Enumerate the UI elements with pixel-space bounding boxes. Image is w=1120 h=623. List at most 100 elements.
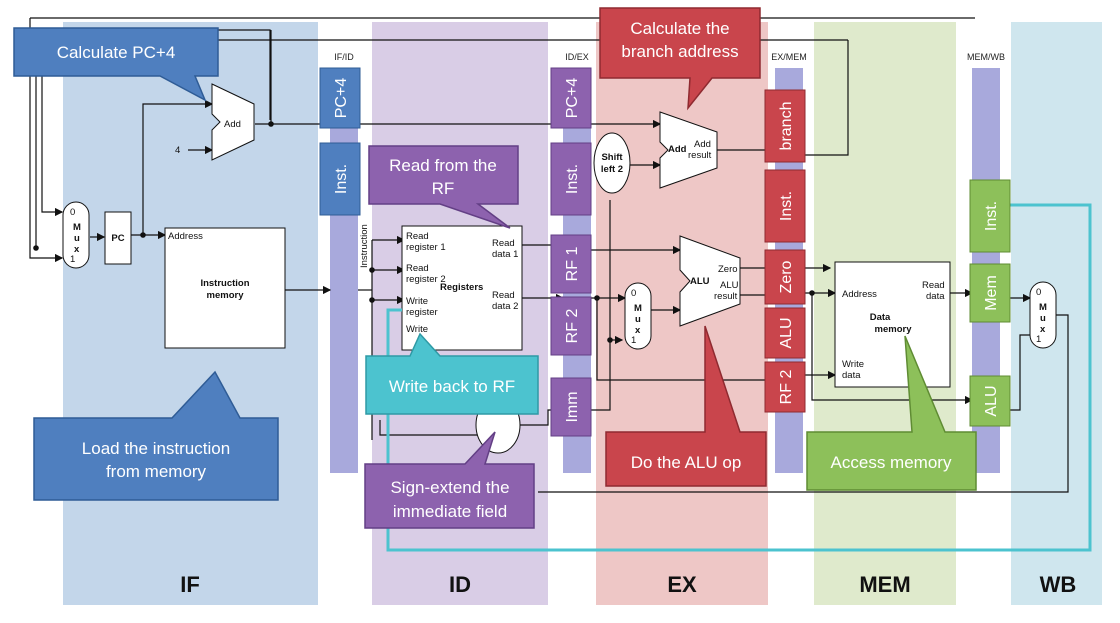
callout-branch-text-1: Calculate the bbox=[630, 19, 729, 38]
branch-add-result-2: result bbox=[688, 150, 712, 161]
callout-load-instruction: Load the instruction from memory bbox=[33, 370, 279, 501]
ifid-pc-text: PC+4 bbox=[333, 78, 350, 119]
dmem-read-2: data bbox=[926, 291, 945, 302]
constant-four: 4 bbox=[175, 145, 180, 156]
alu-result-2: result bbox=[714, 291, 738, 302]
rf-read-data2-a: Read bbox=[492, 290, 515, 301]
pc-mux-m: M bbox=[73, 222, 81, 233]
ifid-inst-text: Inst. bbox=[333, 164, 350, 194]
callout-readrf-text-2: RF bbox=[432, 179, 455, 198]
wb-mux-0: 0 bbox=[1036, 287, 1041, 298]
idex-rf2-field bbox=[550, 296, 592, 356]
wb-mux-m: M bbox=[1039, 302, 1047, 313]
shift-left-2 bbox=[593, 132, 631, 194]
stage-label-ex: EX bbox=[667, 572, 697, 597]
alu-mux-u: u bbox=[635, 314, 641, 325]
wb-mux-u: u bbox=[1040, 313, 1046, 324]
idex-inst-field bbox=[550, 142, 592, 216]
exmem-label: EX/MEM bbox=[771, 52, 807, 62]
branch-adder bbox=[659, 111, 718, 189]
stage-label-wb: WB bbox=[1040, 572, 1077, 597]
exmem-zero-text: Zero bbox=[778, 260, 795, 293]
callout-branch-address: Calculate the branch address bbox=[599, 7, 761, 111]
alu-mux-x: x bbox=[635, 325, 641, 336]
data-memory bbox=[834, 261, 951, 388]
ifid-register bbox=[330, 68, 358, 473]
rf-registers-label: Registers bbox=[440, 282, 483, 293]
wire-junctions bbox=[33, 121, 815, 343]
pc-adder bbox=[211, 83, 255, 161]
alu-mux-1: 1 bbox=[631, 335, 636, 346]
stage-label-id: ID bbox=[449, 572, 471, 597]
pc-mux-x: x bbox=[74, 244, 80, 255]
alu-zero: Zero bbox=[718, 264, 738, 275]
dmem-write-1: Write bbox=[842, 359, 864, 370]
ifid-label: IF/ID bbox=[334, 52, 354, 62]
idex-pc-field bbox=[550, 67, 592, 129]
pc-mux-u: u bbox=[74, 233, 80, 244]
rf-read-reg2-a: Read bbox=[406, 263, 429, 274]
callout-aluop-text: Do the ALU op bbox=[631, 453, 742, 472]
callout-writeback-text: Write back to RF bbox=[389, 377, 515, 396]
alu-result-1: ALU bbox=[720, 280, 739, 291]
branch-add-result-1: Add bbox=[694, 139, 711, 150]
callout-sign-extend: Sign-extend the immediate field bbox=[364, 431, 535, 529]
exmem-branch-field bbox=[764, 89, 806, 163]
rf-read-reg1-a: Read bbox=[406, 231, 429, 242]
instruction-memory bbox=[164, 227, 286, 349]
exmem-inst-field bbox=[764, 169, 806, 243]
dmem-write-2: data bbox=[842, 370, 861, 381]
branch-adder-label: Add bbox=[668, 144, 687, 155]
rf-read-data1-b: data 1 bbox=[492, 249, 518, 260]
idex-inst-text: Inst. bbox=[564, 164, 581, 194]
exmem-alu-text: ALU bbox=[778, 317, 795, 348]
rf-read-data2-b: data 2 bbox=[492, 301, 518, 312]
callout-calculate-pc4: Calculate PC+4 bbox=[13, 27, 219, 102]
idex-fields: PC+4 Inst. RF 1 RF 2 Imm bbox=[550, 67, 592, 437]
idex-imm-field bbox=[550, 377, 592, 437]
imem-label-2: memory bbox=[207, 290, 245, 301]
memwb-mem-text: Mem bbox=[983, 275, 1000, 311]
exmem-fields: branch Inst. Zero ALU RF 2 bbox=[764, 89, 806, 413]
callout-sign-text-1: Sign-extend the bbox=[390, 478, 509, 497]
rf-read-data1-a: Read bbox=[492, 238, 515, 249]
rf-write-data: Write bbox=[406, 324, 428, 335]
memwb-inst-field bbox=[969, 179, 1011, 253]
pc-mux bbox=[62, 201, 90, 269]
alu-label: ALU bbox=[690, 276, 710, 287]
memwb-inst-text: Inst. bbox=[983, 201, 1000, 231]
memwb-label: MEM/WB bbox=[967, 52, 1005, 62]
alu-src-mux bbox=[624, 282, 652, 350]
memwb-alu-text: ALU bbox=[983, 385, 1000, 416]
dmem-read-1: Read bbox=[922, 280, 945, 291]
dmem-address: Address bbox=[842, 289, 877, 300]
pc-label: PC bbox=[111, 233, 124, 244]
writeback-path bbox=[386, 203, 1092, 552]
ifid-pc-field bbox=[319, 67, 361, 129]
rf-read-reg1-b: register 1 bbox=[406, 242, 446, 253]
callout-sign-text-2: immediate field bbox=[393, 502, 507, 521]
stage-label-mem: MEM bbox=[859, 572, 910, 597]
dmem-label-1: Data bbox=[870, 312, 891, 323]
idex-rf1-field bbox=[550, 234, 592, 294]
imem-label-1: Instruction bbox=[200, 278, 249, 289]
idex-imm-text: Imm bbox=[564, 391, 581, 422]
callout-read-rf: Read from the RF bbox=[368, 145, 519, 229]
callout-pc4-text: Calculate PC+4 bbox=[57, 43, 176, 62]
ifid-fields: PC+4 Inst. bbox=[319, 67, 361, 216]
alu-mux-m: M bbox=[634, 303, 642, 314]
alu bbox=[679, 235, 741, 327]
wb-mux-1: 1 bbox=[1036, 334, 1041, 345]
memwb-alu-field bbox=[969, 375, 1011, 427]
callout-load-text-2: from memory bbox=[106, 462, 207, 481]
memwb-fields: Inst. Mem ALU bbox=[969, 179, 1011, 427]
pc-adder-label: Add bbox=[224, 119, 241, 130]
shift-label-1: Shift bbox=[601, 152, 623, 163]
wb-mux bbox=[1029, 281, 1057, 349]
instruction-wire-label: Instruction bbox=[359, 224, 370, 268]
rf-read-reg2-b: register 2 bbox=[406, 274, 446, 285]
memwb-mem-field bbox=[969, 263, 1011, 323]
alu-mux-0: 0 bbox=[631, 288, 636, 299]
